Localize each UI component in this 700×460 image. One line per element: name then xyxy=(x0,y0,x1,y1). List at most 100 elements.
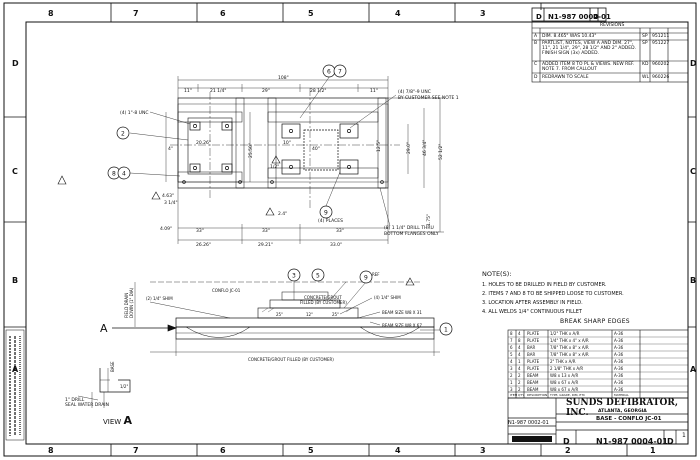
floor-label: FIELD DRAIN xyxy=(124,293,129,318)
rev-desc: DIM. 8.465" WAS 10.43" xyxy=(542,34,597,39)
zone-ticks xyxy=(4,3,696,456)
parts-cell-item: 5 xyxy=(510,352,513,357)
parts-cell-mat: A-36 xyxy=(614,338,624,343)
parts-cell-item: 2 xyxy=(510,373,513,378)
parts-cell-qty: 2 xyxy=(518,387,521,392)
elevation-labels: CONFLO JC-01 (2) 1/4" SHIM (4) 1/4" SHIM… xyxy=(100,272,422,362)
zone-col-top: 5 xyxy=(308,9,314,18)
parts-cell-mat: A-36 xyxy=(614,366,624,371)
parts-cell-size: W8 x 67 x A/R xyxy=(550,387,578,392)
top-rev: D xyxy=(593,13,599,21)
parts-header-desc: DESCRIPTION xyxy=(527,393,547,397)
balloon-label: 5 xyxy=(316,273,320,280)
dim-right: 52 1/2" xyxy=(438,144,444,160)
drawing-title: BASE - CONFLO JC-01 xyxy=(596,416,662,422)
balloon xyxy=(287,268,301,282)
balloon-label: 7 xyxy=(338,69,342,76)
rev-letter: D xyxy=(534,75,538,80)
view-a-detail xyxy=(77,368,131,408)
parts-cell-size: 2 1/8" THK x A/R xyxy=(550,366,583,371)
rev-eco: 960226 xyxy=(652,75,670,80)
parts-cell-mat: A-36 xyxy=(614,331,624,336)
rev-eco: 960202 xyxy=(652,62,670,67)
balloon xyxy=(319,205,333,219)
parts-cell-mat: A-36 xyxy=(614,359,624,364)
balloon xyxy=(333,64,347,78)
floor-label2: DOWN (1" DIA) xyxy=(129,287,134,318)
balloon-label: 9 xyxy=(364,275,368,282)
zone-labels: 8 7 6 5 4 3 8 7 6 5 4 3 2 1 D C B A D C … xyxy=(12,9,697,455)
parts-header-mat: MATERIAL xyxy=(614,393,629,397)
zone-row-right: C xyxy=(690,167,696,176)
parts-cell-size: W8 x 13 x A/R xyxy=(550,373,578,378)
notes-title: NOTE(S): xyxy=(482,270,512,278)
conflo-label: CONFLO JC-01 xyxy=(212,288,241,293)
rev-by: KD xyxy=(642,62,649,67)
elevation-view xyxy=(112,281,440,356)
dim-left: 25.50" xyxy=(248,143,254,158)
drain-note: 1" DRILL SEAL WATER DRAIN xyxy=(65,398,109,408)
zone-col-top: 7 xyxy=(133,9,139,18)
parts-cell-mat: A-36 xyxy=(614,380,624,385)
rev-letter: B xyxy=(534,41,538,46)
zone-row-left: B xyxy=(12,276,18,285)
outer-border xyxy=(3,2,697,457)
top-number-block xyxy=(531,7,607,22)
rev-desc: ADDED ITEM 8 TO PL & VIEWS. NEW REF. NOT… xyxy=(542,62,635,72)
grout-label2: FILLED (BY CUSTOMER) xyxy=(300,300,347,305)
zone-col-bottom: 2 xyxy=(565,446,571,455)
zone-col-top: 6 xyxy=(220,9,226,18)
rev-by: WL xyxy=(642,75,649,80)
thread-label-b: (4) 7/8"-9 UNC xyxy=(398,89,431,95)
dim-right: 46 3/4" xyxy=(422,140,428,156)
top-drawing-number: N1-987 0004-01 xyxy=(548,13,611,21)
pad-dim2: 1/2" xyxy=(270,164,279,170)
pad-dim3: 2.4" xyxy=(278,211,287,217)
rev-eco: 951227 xyxy=(652,41,670,46)
dim-bottom: 26.26" xyxy=(196,242,211,248)
zone-row-left: C xyxy=(12,167,18,176)
note-item: 2. ITEMS 7 AND 8 TO BE SHIPPED LOOSE TO … xyxy=(482,291,624,297)
elev-dim: 25" xyxy=(332,312,339,317)
parts-cell-mat: A-36 xyxy=(614,387,624,392)
zone-col-bottom: 4 xyxy=(395,446,401,455)
dim-left: 3 1/4" xyxy=(164,200,178,206)
parts-cell-desc: BEAM xyxy=(527,373,539,378)
balloon-label: 3 xyxy=(292,273,296,280)
rev-desc: PARTLIST, NOTES, VIEW A AND DIM. 27", 11… xyxy=(542,41,636,56)
parts-cell-qty: 2 xyxy=(518,373,521,378)
view-a-label: VIEW A xyxy=(103,414,132,427)
company-city: ATLANTA, GEORGIA xyxy=(598,409,647,414)
parts-cell-mat: A-36 xyxy=(614,352,624,357)
parts-cell-item: 3 xyxy=(510,366,513,371)
view-a-base: BASE xyxy=(110,361,115,372)
parts-cell-desc: PLATE xyxy=(527,366,540,371)
title-block xyxy=(507,397,689,445)
dim-top: 11" xyxy=(184,88,192,94)
pad-dim: 10" xyxy=(283,140,291,146)
left-dim: 4.63" xyxy=(162,193,174,199)
dim-top: 11" xyxy=(370,88,378,94)
zone-row-right: A xyxy=(690,365,697,374)
drain-note-line1: 1" DRILL xyxy=(65,398,85,403)
rev-letter: A xyxy=(534,34,538,39)
balloon-label: 4 xyxy=(122,171,126,178)
drain-note-line2: SEAL WATER DRAIN xyxy=(65,403,109,408)
parts-cell-qty: 4 xyxy=(518,352,521,357)
parts-header-qty: QTY xyxy=(518,393,524,397)
grout-label3: CONCRETE/GROUT FILLED (BY CUSTOMER) xyxy=(248,357,334,362)
notes-block: NOTE(S): 1. HOLES TO BE DRILLED IN FIELD… xyxy=(482,270,672,317)
parts-cell-qty: 4 xyxy=(518,345,521,350)
dim-right: 12.5" xyxy=(376,140,382,152)
zone-col-bottom: 1 xyxy=(650,446,656,455)
revisions-title: REVISIONS xyxy=(600,23,625,28)
parts-cell-size: 7/8" THK x 8" x A/R xyxy=(550,345,589,350)
parts-cell-size: 1/2" THK x A/R xyxy=(550,331,580,336)
grout-label: CONCRETE/GROUT xyxy=(304,295,342,300)
rev-by: SP xyxy=(642,41,648,46)
parts-cell-size: 1/4" THK x 4" x A/R xyxy=(550,338,589,343)
parts-cell-qty: 2 xyxy=(518,380,521,385)
view-a-word: VIEW xyxy=(103,418,122,426)
drawing-rev: D xyxy=(667,437,674,446)
